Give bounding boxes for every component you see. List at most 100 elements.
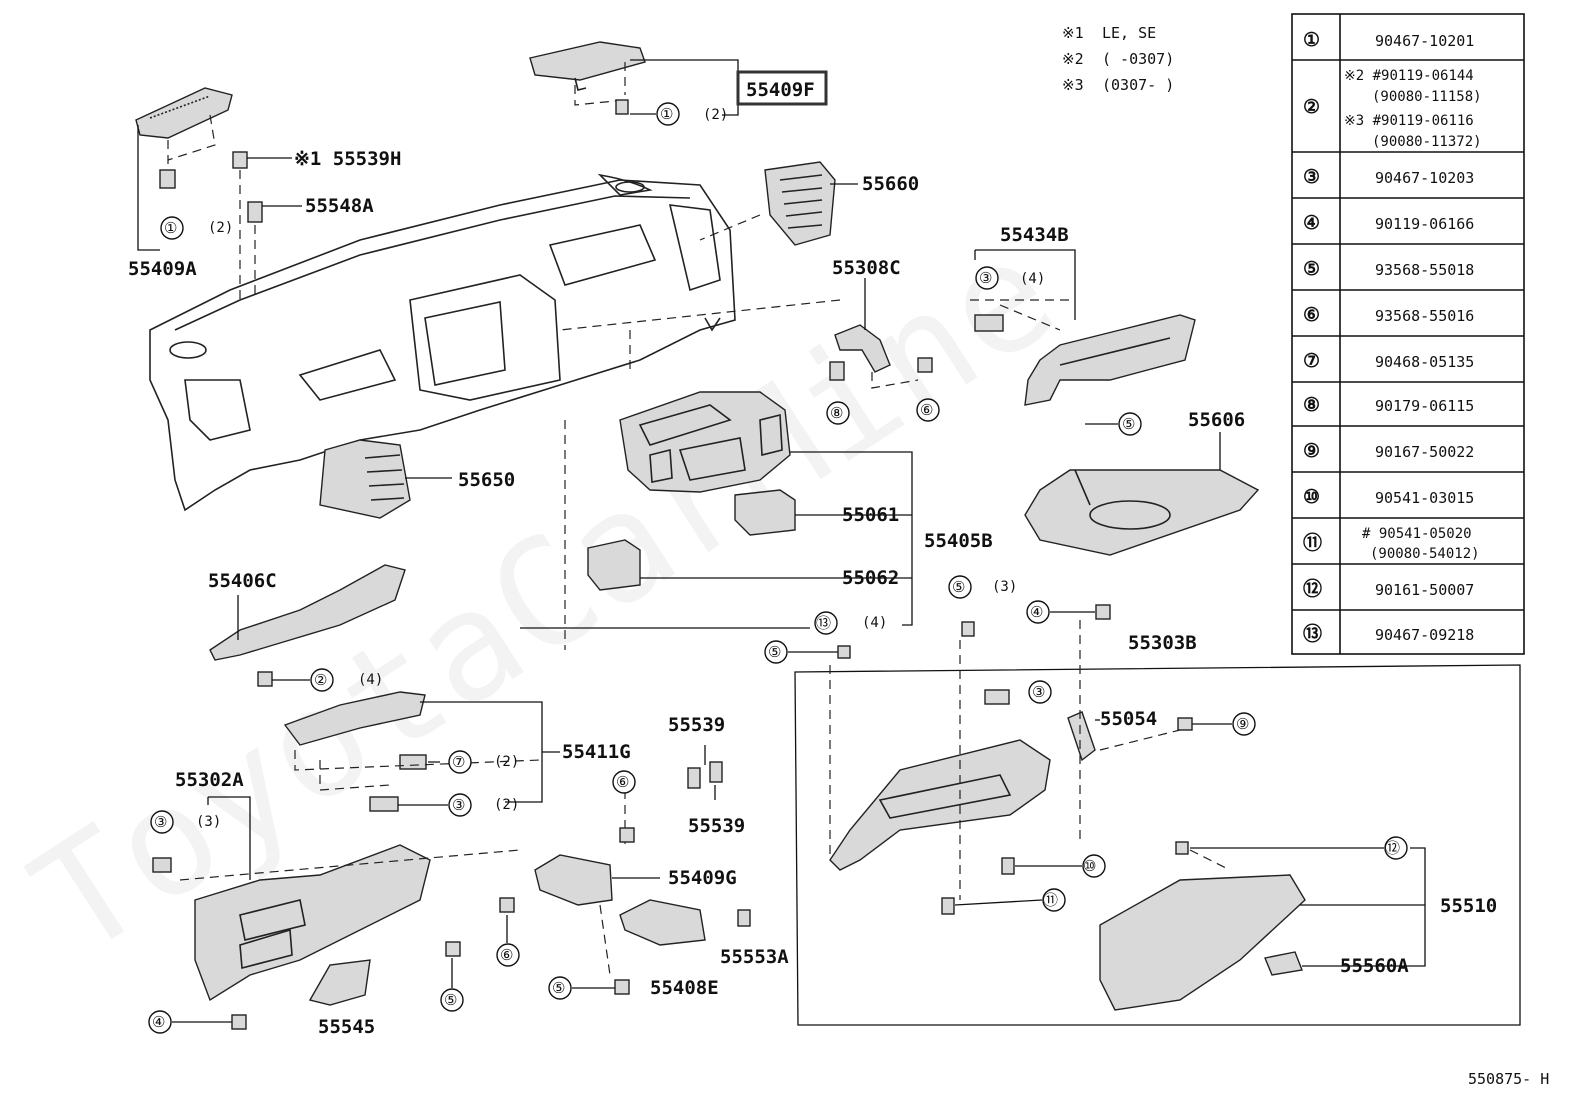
label-55406C[interactable]: 55406C xyxy=(208,570,277,592)
svg-text:90179-06115: 90179-06115 xyxy=(1375,397,1474,415)
svg-text:(2): (2) xyxy=(494,754,519,770)
table-row[interactable]: ⑩ 90541-03015 xyxy=(1303,486,1474,508)
note-3-text: (0307- ) xyxy=(1102,76,1174,94)
callout-9[interactable]: ⑨ xyxy=(1177,712,1256,736)
label-55650[interactable]: 55650 xyxy=(458,469,515,491)
label-55409G[interactable]: 55409G xyxy=(668,867,737,889)
dash-center-c xyxy=(559,299,841,331)
callout-3-glovebox[interactable]: ③ xyxy=(1028,680,1052,704)
clip-3b-illustration xyxy=(984,689,1010,705)
callout-5-bracket[interactable]: ⑤ xyxy=(1085,412,1142,436)
svg-text:90467-10201: 90467-10201 xyxy=(1375,32,1474,50)
callout-6-bottom[interactable]: ⑥ xyxy=(496,897,520,967)
table-row[interactable]: ③ 90467-10203 xyxy=(1303,166,1474,188)
leader-55539 xyxy=(704,745,716,800)
table-row[interactable]: ① 90467-10201 xyxy=(1303,29,1474,51)
callout-5-pocket[interactable]: ⑤ xyxy=(548,976,630,1000)
svg-text:⑤: ⑤ xyxy=(952,578,965,596)
callout-6-middle[interactable]: ⑥ xyxy=(612,770,636,843)
label-55560A[interactable]: 55560A xyxy=(1340,955,1409,977)
callout-5-panel[interactable]: ⑤ xyxy=(440,941,464,1012)
part-55409A-illustration xyxy=(135,87,233,189)
svg-text:(4): (4) xyxy=(1020,271,1045,287)
label-55539-b[interactable]: 55539 xyxy=(688,815,745,837)
svg-text:(4): (4) xyxy=(358,672,383,688)
label-55409A[interactable]: 55409A xyxy=(128,258,197,280)
svg-text:90119-06166: 90119-06166 xyxy=(1375,215,1474,233)
table-row[interactable]: ⑨ 90167-50022 xyxy=(1303,440,1474,462)
label-55061[interactable]: 55061 xyxy=(842,504,899,526)
svg-text:⑫: ⑫ xyxy=(1385,839,1400,857)
leader-55411G xyxy=(420,701,560,803)
callout-10[interactable]: ⑩ xyxy=(1001,854,1106,878)
table-row[interactable]: ⑧ 90179-06115 xyxy=(1303,394,1474,416)
svg-text:⑤: ⑤ xyxy=(552,979,565,997)
instrument-panel-illustration xyxy=(149,173,736,512)
svg-text:①: ① xyxy=(660,105,673,123)
callout-6-top[interactable]: ⑥ xyxy=(916,398,940,422)
glovebox-group-frame xyxy=(794,664,1521,1026)
leader-55434B xyxy=(974,249,1076,320)
label-55606[interactable]: 55606 xyxy=(1188,409,1245,431)
table-row[interactable]: ⑥ 93568-55016 xyxy=(1303,304,1474,326)
svg-text:93568-55016: 93568-55016 xyxy=(1375,307,1474,325)
label-55303B[interactable]: 55303B xyxy=(1128,632,1197,654)
callout-3-bracket[interactable]: ③ (4) xyxy=(975,266,1045,290)
callout-5-glovebox-top[interactable]: ⑤ (3) xyxy=(948,575,1017,637)
callout-1-left[interactable]: ① (2) xyxy=(160,216,233,240)
table-row[interactable]: ⑫ 90161-50007 xyxy=(1303,577,1474,600)
svg-text:②: ② xyxy=(314,671,327,689)
callout-12[interactable]: ⑫ xyxy=(1175,836,1408,860)
svg-text:90167-50022: 90167-50022 xyxy=(1375,443,1474,461)
label-55054[interactable]: 55054 xyxy=(1100,708,1157,730)
callout-3-panel[interactable]: ③ (3) xyxy=(150,810,221,834)
label-55434B[interactable]: 55434B xyxy=(1000,224,1069,246)
svg-text:(90080-11158): (90080-11158) xyxy=(1372,89,1482,105)
label-55411G[interactable]: 55411G xyxy=(562,741,631,763)
callout-7[interactable]: ⑦ (2) xyxy=(448,750,519,774)
label-55539-a[interactable]: 55539 xyxy=(668,714,725,736)
table-row[interactable]: ④ 90119-06166 xyxy=(1303,212,1474,234)
part-55303B-illustration xyxy=(829,739,1051,871)
callout-13[interactable]: ⑬ (4) xyxy=(814,611,887,635)
callout-11[interactable]: ⑪ xyxy=(941,888,1066,915)
callout-3-lower[interactable]: ③ (2) xyxy=(398,793,519,817)
label-55062[interactable]: 55062 xyxy=(842,567,899,589)
part-55539H-illustration xyxy=(232,151,248,169)
svg-text:⑫: ⑫ xyxy=(1303,577,1322,600)
label-55660[interactable]: 55660 xyxy=(862,173,919,195)
svg-text:(90080-54012): (90080-54012) xyxy=(1370,546,1480,562)
callout-4-glovebox[interactable]: ④ xyxy=(1026,600,1111,624)
callout-1-top[interactable]: ① (2) xyxy=(630,102,728,126)
svg-text:①: ① xyxy=(1303,29,1320,51)
table-row[interactable]: ② ※2 #90119-06144 (90080-11158) ※3 #9011… xyxy=(1303,68,1482,150)
label-55539H[interactable]: ※1 55539H xyxy=(294,148,401,170)
table-row[interactable]: ⑦ 90468-05135 xyxy=(1303,350,1474,372)
part-55054-illustration xyxy=(1067,711,1096,762)
svg-text:⑤: ⑤ xyxy=(1122,415,1135,433)
note-1-mark: ※1 xyxy=(1062,24,1084,42)
note-2-text: ( -0307) xyxy=(1102,50,1174,68)
label-55408E[interactable]: 55408E xyxy=(650,977,719,999)
table-row[interactable]: ⑬ 90467-09218 xyxy=(1303,622,1474,645)
part-55650-illustration xyxy=(319,439,411,519)
callout-4-panel[interactable]: ④ xyxy=(148,1010,247,1034)
part-55510-illustration xyxy=(1099,874,1306,1011)
label-55302A[interactable]: 55302A xyxy=(175,769,244,791)
label-55510[interactable]: 55510 xyxy=(1440,895,1497,917)
label-55548A[interactable]: 55548A xyxy=(305,195,374,217)
label-55545[interactable]: 55545 xyxy=(318,1016,375,1038)
callout-5-center[interactable]: ⑤ xyxy=(764,640,851,664)
note-3-mark: ※3 xyxy=(1062,76,1084,94)
label-55409F[interactable]: 55409F xyxy=(746,79,815,101)
callout-2[interactable]: ② (4) xyxy=(272,668,383,692)
svg-text:(2): (2) xyxy=(703,107,728,123)
label-55405B[interactable]: 55405B xyxy=(924,530,993,552)
label-55553A[interactable]: 55553A xyxy=(720,946,789,968)
label-55308C[interactable]: 55308C xyxy=(832,257,901,279)
table-row[interactable]: ⑪ # 90541-05020 (90080-54012) xyxy=(1303,526,1480,562)
part-55560A-illustration xyxy=(1264,951,1303,976)
callout-8[interactable]: ⑧ xyxy=(826,401,850,425)
table-row[interactable]: ⑤ 93568-55018 xyxy=(1303,258,1474,280)
svg-text:④: ④ xyxy=(1030,603,1043,621)
